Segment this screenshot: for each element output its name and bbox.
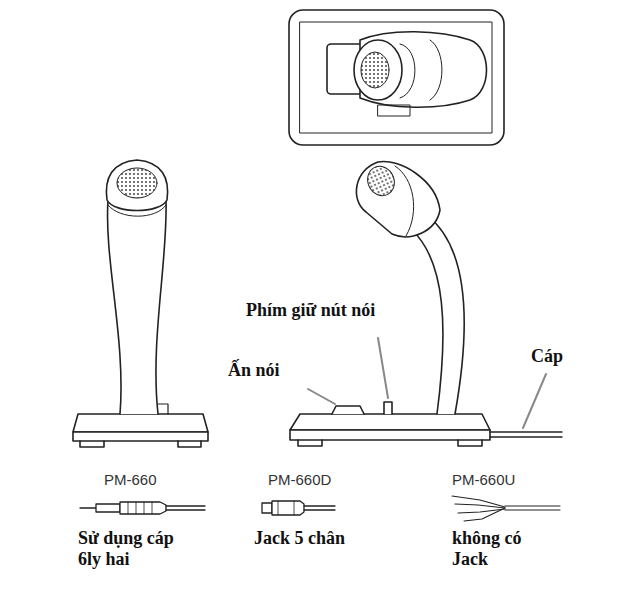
phone-plug [80,502,205,514]
connector-note: không có Jack [452,528,552,569]
part-label: Cáp [531,346,591,367]
connector-note: Jack 5 chân [254,528,384,549]
model-name: PM-660U [452,471,542,488]
part-label: Phím giữ nút nói [246,300,436,321]
connector-note: Sử dụng cáp 6ly hai [78,528,193,569]
model-name: PM-660 [104,471,184,488]
top-view [289,10,504,145]
bare-wires [452,496,560,521]
part-label: Ấn nói [228,360,318,381]
leader-lines [308,338,546,428]
model-name: PM-660D [268,471,358,488]
microphone-front-view [73,160,208,447]
five-pin-connector [262,501,335,515]
